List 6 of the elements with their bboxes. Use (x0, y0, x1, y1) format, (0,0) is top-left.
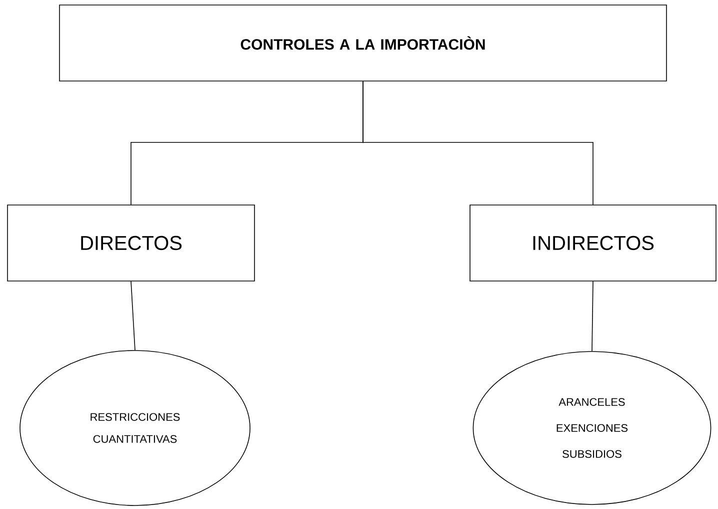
category-box: INDIRECTOS (470, 204, 716, 282)
connector-line (130, 281, 136, 350)
title-box: CONTROLES A LA IMPORTACIÒN (59, 4, 667, 82)
connector-line (362, 81, 594, 205)
category-box: DIRECTOS (7, 204, 255, 282)
connector-line (592, 281, 594, 352)
